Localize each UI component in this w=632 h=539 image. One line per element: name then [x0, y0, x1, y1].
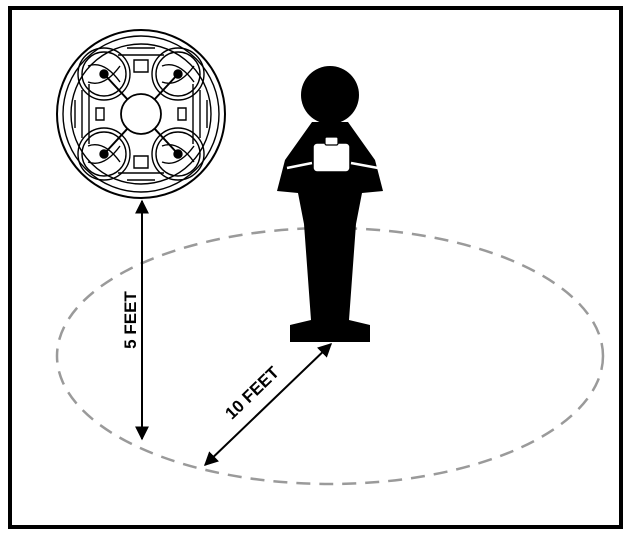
drone-icon — [56, 29, 226, 199]
person-silhouette-icon — [277, 66, 383, 342]
remote-controller-icon — [286, 136, 379, 173]
height-label: 5 FEET — [121, 291, 140, 349]
distance-arrow — [203, 343, 333, 466]
